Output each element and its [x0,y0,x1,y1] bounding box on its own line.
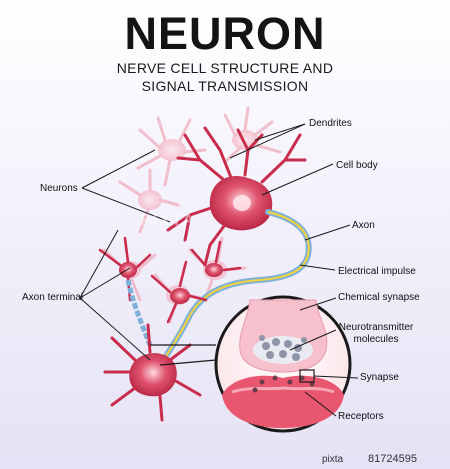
bottom-neuron [103,323,202,422]
secondary-neuron-2 [150,260,208,324]
label-axon: Axon [352,220,375,231]
label-electrical-impulse: Electrical impulse [338,266,416,277]
label-neurotransmitter-line1: Neurotransmitter [338,322,414,333]
label-synapse: Synapse [360,372,399,383]
label-cell-body: Cell body [336,160,378,171]
secondary-neuron-3 [190,240,242,277]
subtitle-line-2: SIGNAL TRANSMISSION [141,78,309,94]
label-neurons: Neurons [40,183,78,194]
page-title: NEURON [124,8,326,59]
label-dendrites: Dendrites [309,118,352,129]
leader-lines [79,123,359,417]
synapse-zoom [214,295,352,433]
label-neurotransmitter-line2: molecules [353,334,399,345]
subtitle-line-1: NERVE CELL STRUCTURE AND [116,60,334,76]
secondary-neuron-1 [98,236,152,302]
label-axon-terminal: Axon terminal [22,292,84,303]
label-receptors: Receptors [338,411,384,422]
watermark: PIXTA [140,212,196,229]
label-neurotransmitter: Neurotransmitter molecules [338,322,414,346]
footer-site-mark: pixta [322,454,344,465]
label-chemical-synapse: Chemical synapse [338,292,420,303]
footer-id-number: 81724595 [368,453,417,465]
